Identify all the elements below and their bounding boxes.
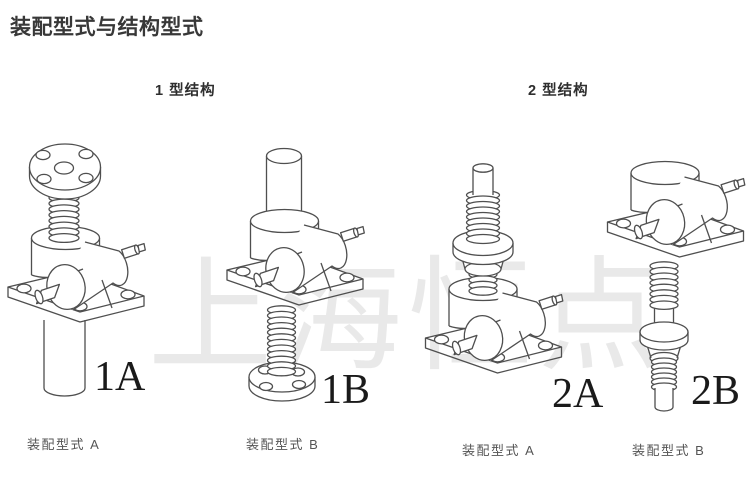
figure-2b [598,150,748,420]
figure-label-1a: 1A [94,354,146,400]
figure-1a [5,132,190,402]
screw-upper-coil [649,261,679,311]
group-header-type1: 1 型结构 [155,83,216,99]
figure-caption-2a: 装配型式 A [462,443,536,458]
screw-tip [654,388,674,412]
travelling-nut [639,321,689,365]
screw-lower-coil [650,357,678,392]
figure-1b [195,138,385,410]
protection-tube [43,318,86,397]
figure-caption-1b: 装配型式 B [246,437,320,452]
jack-drawing-2a [424,163,564,374]
figure-label-2a: 2A [552,371,604,417]
figure-caption-1a: 装配型式 A [27,437,101,452]
screw-upper-coil [465,189,501,245]
top-flange [28,143,102,200]
jack-drawing-1b [226,147,365,402]
bottom-flange [248,361,316,402]
figure-caption-2b: 装配型式 B [632,443,706,458]
jack-drawing-1a [7,143,146,397]
jack-drawing-2b [606,160,746,412]
page-title: 装配型式与结构型式 [10,16,204,39]
lifting-screw [266,305,297,377]
figure-2a [415,155,600,385]
figure-label-1b: 1B [321,367,371,413]
lifting-tube [265,147,303,214]
figure-label-2b: 2B [691,368,741,414]
screw-tip [472,163,494,195]
group-header-type2: 2 型结构 [528,83,589,99]
